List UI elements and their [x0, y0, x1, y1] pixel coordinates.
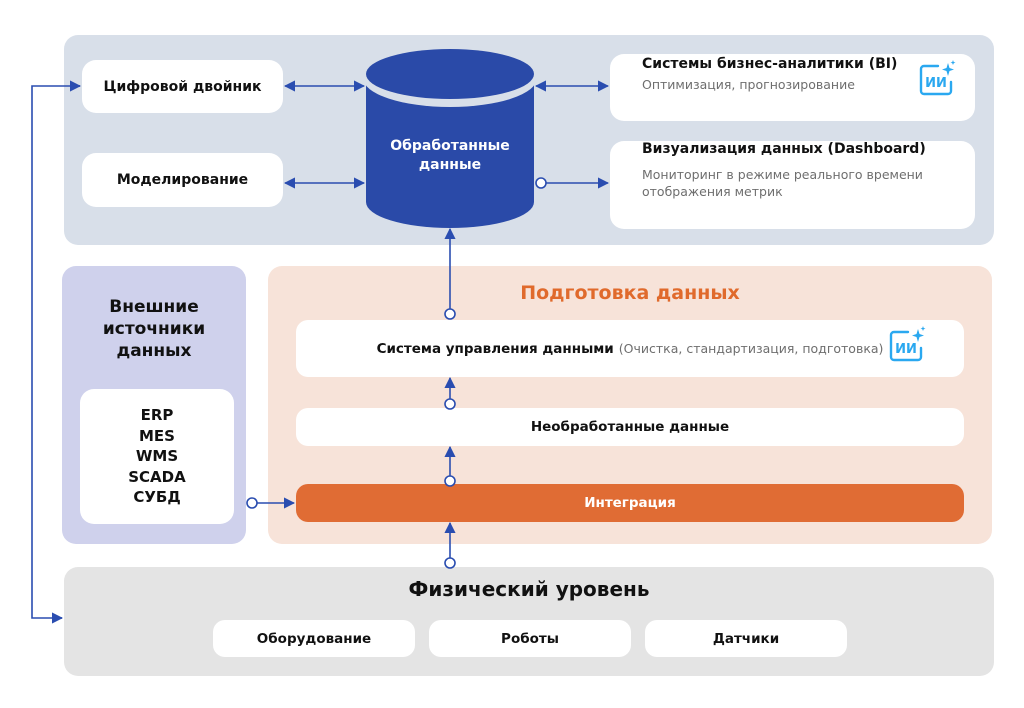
data-preparation-title: Подготовка данных	[520, 282, 740, 304]
dashboard-box: Визуализация данных (Dashboard) Монитори…	[610, 141, 975, 229]
bi-title: Системы бизнес-аналитики (BI)	[642, 56, 898, 72]
processed-data-cylinder	[363, 49, 537, 228]
external-title-line2: источники	[102, 319, 206, 339]
data-management-note: (Очистка, стандартизация, подготовка)	[618, 341, 884, 356]
ai-icon-text: ИИ	[895, 342, 917, 357]
processed-data-label: Обработанные данные	[366, 137, 534, 175]
sparkle-large	[942, 63, 954, 76]
modeling-label: Моделирование	[116, 172, 249, 188]
equipment-box: Оборудование	[213, 620, 415, 657]
raw-data-box: Необработанные данные	[296, 408, 964, 446]
ai-icon-text: ИИ	[925, 76, 947, 91]
external-title-line1: Внешние	[109, 297, 199, 317]
source-mes: MES	[139, 426, 175, 445]
digital-twin-box: Цифровой двойник	[82, 60, 283, 113]
robots-box: Роботы	[429, 620, 631, 657]
dashboard-title: Визуализация данных (Dashboard)	[642, 141, 926, 157]
dashboard-subtitle: Мониторинг в режиме реального времени от…	[642, 166, 923, 200]
cylinder-body	[366, 76, 534, 228]
sparkle-small	[950, 60, 956, 65]
processed-data-line2: данные	[418, 157, 482, 173]
bi-subtitle: Оптимизация, прогнозирование	[642, 77, 855, 92]
source-erp: ERP	[140, 406, 174, 425]
processed-data-line1: Обработанные	[390, 138, 510, 154]
external-title-line3: данных	[116, 341, 192, 361]
sparkle-large	[912, 329, 924, 342]
modeling-box: Моделирование	[82, 153, 283, 207]
bi-systems-box: Системы бизнес-аналитики (BI) Оптимизаци…	[610, 54, 975, 121]
source-scada: SCADA	[128, 467, 186, 486]
dashboard-subtitle-line2: отображения метрик	[642, 184, 783, 199]
equipment-label: Оборудование	[256, 630, 372, 647]
source-dbms: СУБД	[133, 488, 181, 507]
integration-bar: Интеграция	[296, 484, 964, 522]
external-sources-list: ERP MES WMS SCADA СУБД	[80, 389, 234, 524]
ai-icon: ИИ	[889, 326, 926, 362]
source-wms: WMS	[135, 447, 179, 466]
cylinder-top	[366, 49, 534, 99]
ai-icon: ИИ	[919, 60, 956, 96]
data-management-box: Система управления данными (Очистка, ста…	[296, 320, 964, 377]
sparkle-small	[920, 326, 926, 331]
digital-twin-label: Цифровой двойник	[103, 78, 262, 95]
external-sources-title: Внешние источники данных	[62, 296, 246, 362]
robots-label: Роботы	[501, 630, 559, 647]
integration-label: Интеграция	[584, 495, 676, 511]
sensors-box: Датчики	[645, 620, 847, 657]
connector-dot	[246, 497, 258, 509]
sensors-label: Датчики	[712, 630, 780, 647]
data-management-title: Система управления данными	[376, 340, 614, 357]
raw-data-label: Необработанные данные	[530, 419, 730, 435]
physical-layer-title: Физический уровень	[408, 577, 650, 601]
dashboard-subtitle-line1: Мониторинг в режиме реального времени	[642, 167, 923, 182]
